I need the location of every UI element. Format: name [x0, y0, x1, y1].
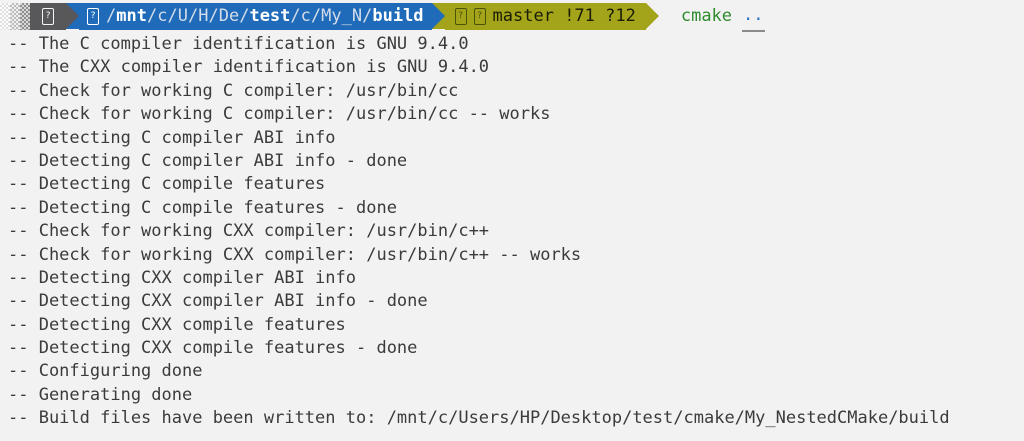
terminal-line: -- Configuring done [8, 361, 203, 382]
terminal-line: -- Detecting CXX compile features [8, 314, 346, 335]
terminal-line: -- Detecting C compiler ABI info [8, 127, 336, 148]
path-segment: U [177, 6, 188, 26]
terminal-line: -- Detecting CXX compiler ABI info - don… [8, 291, 428, 312]
powerline-separator-icon [66, 3, 79, 29]
dither-band [20, 3, 30, 30]
terminal-line: -- Detecting C compiler ABI info - done [8, 150, 408, 171]
terminal-line: -- The CXX compiler identification is GN… [8, 57, 490, 78]
terminal-line: -- Detecting C compile features - done [8, 197, 397, 218]
terminal-line: -- Detecting C compile features [8, 174, 326, 195]
prompt-segment-git: ? ? master !71 ?12 [444, 3, 646, 30]
prompt-segment-path: ? /mnt/c/U/H/De/test/c/My_N/build [79, 3, 432, 30]
powerline-separator-icon [645, 3, 659, 29]
missing-glyph-icon: ? [87, 8, 99, 25]
missing-glyph-icon: ? [473, 8, 486, 25]
powerline-separator-icon [431, 3, 445, 29]
terminal-line: -- Detecting CXX compiler ABI info [8, 267, 356, 288]
path-segment: H [198, 6, 209, 26]
path-segment-anchor: test [249, 6, 291, 26]
command-input[interactable]: cmake .. [680, 2, 765, 32]
current-directory-path: /mnt/c/U/H/De/test/c/My_N/build [106, 3, 424, 30]
acrylic-dither-edge [0, 3, 30, 30]
terminal-line: -- Detecting CXX compile features - done [8, 338, 418, 359]
path-segment: / [187, 6, 199, 26]
prompt-segment-os: ? [30, 3, 66, 30]
command-program: cmake [680, 6, 733, 26]
path-segment: c [157, 6, 168, 26]
terminal-line: -- The C compiler identification is GNU … [8, 34, 469, 54]
path-segment: / [362, 6, 373, 26]
terminal-line: -- Check for working C compiler: /usr/bi… [8, 104, 551, 125]
terminal-line: -- Build files have been written to: /mn… [8, 408, 950, 429]
path-segment: / [167, 6, 178, 26]
terminal-line: -- Check for working CXX compiler: /usr/… [8, 221, 490, 242]
path-segment-anchor: mnt [116, 6, 147, 26]
missing-glyph-icon: ? [42, 8, 54, 25]
dither-band [0, 3, 10, 30]
path-segment: De [218, 6, 240, 26]
path-segment: My_N [321, 6, 363, 26]
terminal-line: -- Check for working C compiler: /usr/bi… [8, 80, 459, 101]
path-segment: / [106, 6, 117, 26]
terminal-line: -- Check for working CXX compiler: /usr/… [8, 244, 582, 265]
terminal-line: -- Generating done [8, 384, 193, 405]
path-segment: / [146, 6, 158, 26]
command-argument: .. [742, 2, 765, 32]
path-segment: c [300, 6, 311, 26]
path-segment: / [208, 6, 219, 26]
path-segment-anchor: build [372, 6, 424, 26]
missing-glyph-icon: ? [454, 8, 467, 25]
dither-band [10, 3, 20, 30]
path-segment: / [239, 6, 250, 26]
git-status-label: master !71 ?12 [492, 6, 636, 26]
prompt-bar: ? ? /mnt/c/U/H/De/test/c/My_N/build ? ? … [0, 2, 765, 32]
path-segment: / [310, 6, 322, 26]
path-segment: / [290, 6, 301, 26]
terminal-output[interactable]: -- The C compiler identification is GNU … [8, 33, 1024, 431]
